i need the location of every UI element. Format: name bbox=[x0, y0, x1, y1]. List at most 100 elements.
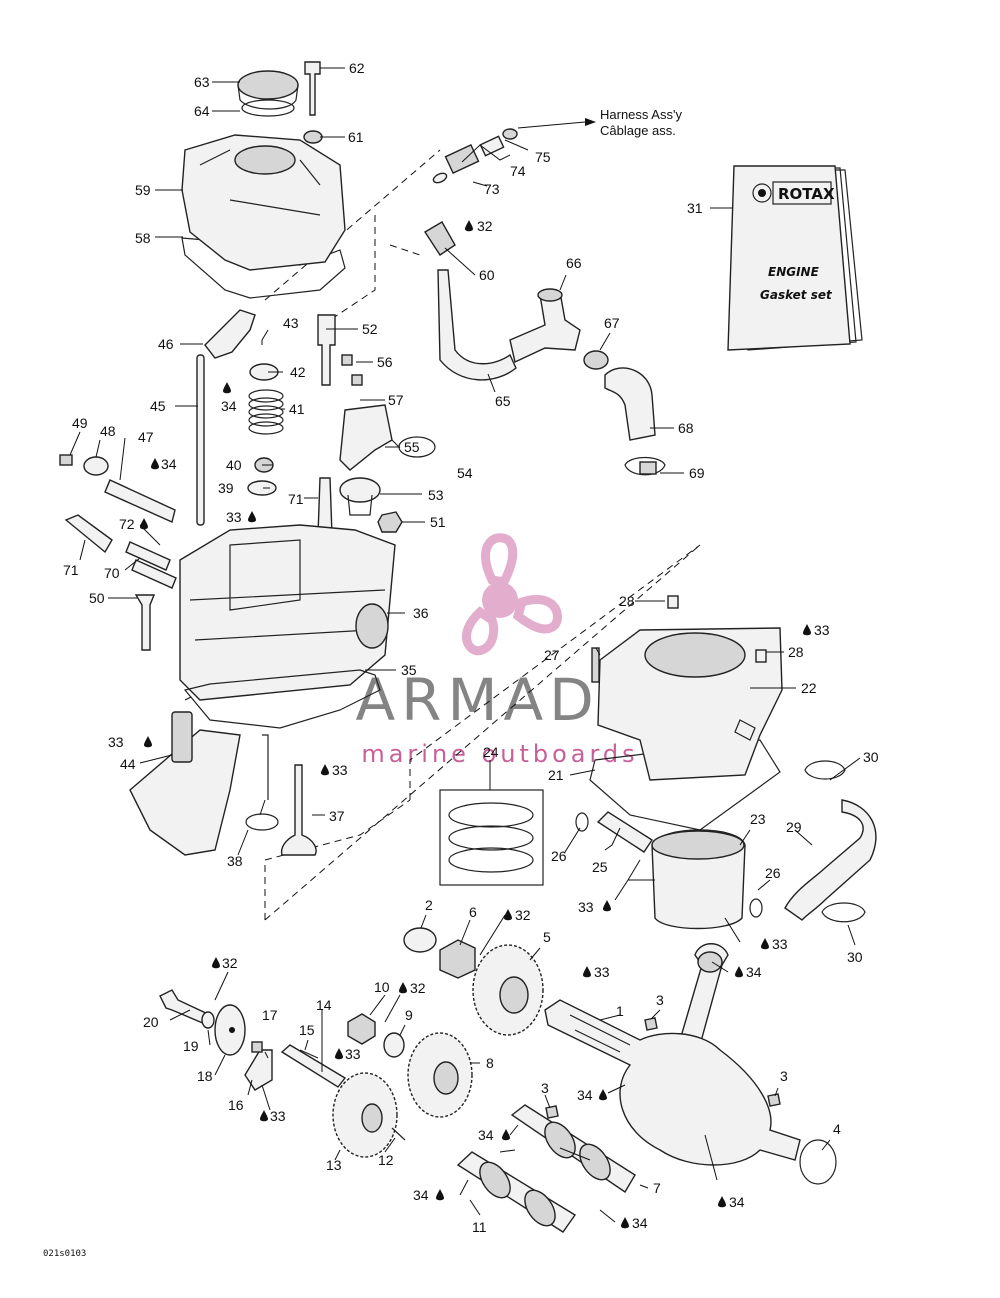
callout: 21 bbox=[548, 767, 564, 783]
callout: 7 bbox=[653, 1180, 661, 1196]
callout: 26 bbox=[765, 865, 781, 881]
callout: 20 bbox=[143, 1014, 159, 1030]
callout: 70 bbox=[104, 565, 120, 581]
callout: 50 bbox=[89, 590, 105, 606]
callout: 34 bbox=[746, 964, 762, 980]
oil-cap bbox=[237, 70, 299, 100]
gasket-set-booklet: ROTAX ENGINE Gasket set bbox=[727, 165, 863, 351]
callout: 23 bbox=[750, 811, 766, 827]
hose-29 bbox=[784, 799, 877, 921]
callout: 32 bbox=[515, 907, 531, 923]
callout: 34 bbox=[729, 1194, 745, 1210]
callout: 33 bbox=[332, 762, 348, 778]
callout: 28 bbox=[788, 644, 804, 660]
callout: 33 bbox=[814, 622, 830, 638]
oil-cap-seal bbox=[241, 99, 295, 117]
callout: 26 bbox=[551, 848, 567, 864]
callout: 37 bbox=[329, 808, 345, 824]
hose-68 bbox=[604, 367, 656, 441]
callout: 51 bbox=[430, 514, 446, 530]
callout: 29 bbox=[786, 819, 802, 835]
callout: 35 bbox=[401, 662, 417, 678]
shaft-cap bbox=[83, 456, 109, 476]
callout: 33 bbox=[226, 509, 242, 525]
piston-rings bbox=[439, 789, 544, 886]
cylinder-group bbox=[589, 595, 783, 831]
spring-seat bbox=[247, 480, 277, 496]
crank-seal-4 bbox=[799, 1139, 837, 1185]
support-16 bbox=[244, 1049, 273, 1091]
callout: 17 bbox=[262, 1007, 278, 1023]
callout: 14 bbox=[316, 997, 332, 1013]
callout: 53 bbox=[428, 487, 444, 503]
callout: 71 bbox=[288, 491, 304, 507]
valve-cover-group bbox=[181, 61, 346, 299]
callout: 28 bbox=[619, 593, 635, 609]
intake-port bbox=[355, 603, 389, 649]
pin-15 bbox=[299, 1049, 319, 1059]
pin-12 bbox=[391, 1127, 406, 1141]
callout: 42 bbox=[290, 364, 306, 380]
callout: 19 bbox=[183, 1038, 199, 1054]
callout: 1 bbox=[616, 1003, 624, 1019]
cover-bolt-grommet bbox=[303, 130, 323, 144]
nut-6 bbox=[439, 939, 476, 979]
callout: 46 bbox=[158, 336, 174, 352]
tee-fitting bbox=[509, 291, 581, 364]
exhaust-valve bbox=[280, 764, 317, 856]
spark-plug-left bbox=[64, 514, 113, 554]
callout: 34 bbox=[577, 1087, 593, 1103]
harness-label-en: Harness Ass'y bbox=[600, 107, 682, 122]
callout: 73 bbox=[484, 181, 500, 197]
piston-pin bbox=[596, 811, 653, 853]
callout: 52 bbox=[362, 321, 378, 337]
callout: 27 bbox=[544, 647, 560, 663]
key-3a bbox=[644, 1017, 658, 1031]
callout: 34 bbox=[221, 398, 237, 414]
booklet-brand: ROTAX bbox=[778, 185, 835, 203]
intake-valve bbox=[262, 734, 269, 800]
thermostat bbox=[339, 477, 381, 503]
callout: 59 bbox=[135, 182, 151, 198]
callout: 10 bbox=[374, 979, 390, 995]
callout: 43 bbox=[283, 315, 299, 331]
callout-numbers: 63 64 62 61 59 58 75 74 73 31 32 60 66 6… bbox=[63, 60, 879, 1235]
hose-65 bbox=[437, 269, 517, 381]
valve-cover bbox=[181, 134, 346, 271]
callout: 56 bbox=[377, 354, 393, 370]
watermark-subtitle: marine outboards bbox=[361, 740, 638, 768]
temperature-sensor bbox=[424, 221, 456, 256]
callout: 3 bbox=[541, 1080, 549, 1096]
crankshaft-group bbox=[544, 943, 837, 1185]
callout: 18 bbox=[197, 1068, 213, 1084]
callout: 32 bbox=[410, 980, 426, 996]
callout: 13 bbox=[326, 1157, 342, 1173]
callout: 48 bbox=[100, 423, 116, 439]
booklet-subtitle: Gasket set bbox=[760, 288, 833, 302]
callout: 41 bbox=[289, 401, 305, 417]
key-3c bbox=[545, 1105, 559, 1119]
callout: 36 bbox=[413, 605, 429, 621]
callout: 34 bbox=[161, 456, 177, 472]
drawing-code: 021s0103 bbox=[43, 1249, 86, 1259]
harness-label-fr: Câblage ass. bbox=[600, 123, 676, 138]
callout: 32 bbox=[222, 955, 238, 971]
callout: 75 bbox=[535, 149, 551, 165]
callout: 33 bbox=[594, 964, 610, 980]
gear-group bbox=[332, 927, 544, 1158]
callout: 34 bbox=[413, 1187, 429, 1203]
idler-group bbox=[159, 989, 347, 1091]
callout: 11 bbox=[472, 1219, 487, 1235]
callout: 47 bbox=[138, 429, 154, 445]
rocker-shaft bbox=[104, 479, 176, 523]
callout: 33 bbox=[270, 1108, 286, 1124]
callout: 5 bbox=[543, 929, 551, 945]
callout: 8 bbox=[486, 1055, 494, 1071]
cover-bolt bbox=[304, 61, 321, 116]
callout: 38 bbox=[227, 853, 243, 869]
circlip-26a bbox=[575, 812, 589, 832]
cylinder-head-group bbox=[129, 524, 396, 856]
rotax-logo-icon bbox=[752, 183, 772, 203]
washer-9 bbox=[383, 1032, 405, 1058]
callout: 64 bbox=[194, 103, 210, 119]
